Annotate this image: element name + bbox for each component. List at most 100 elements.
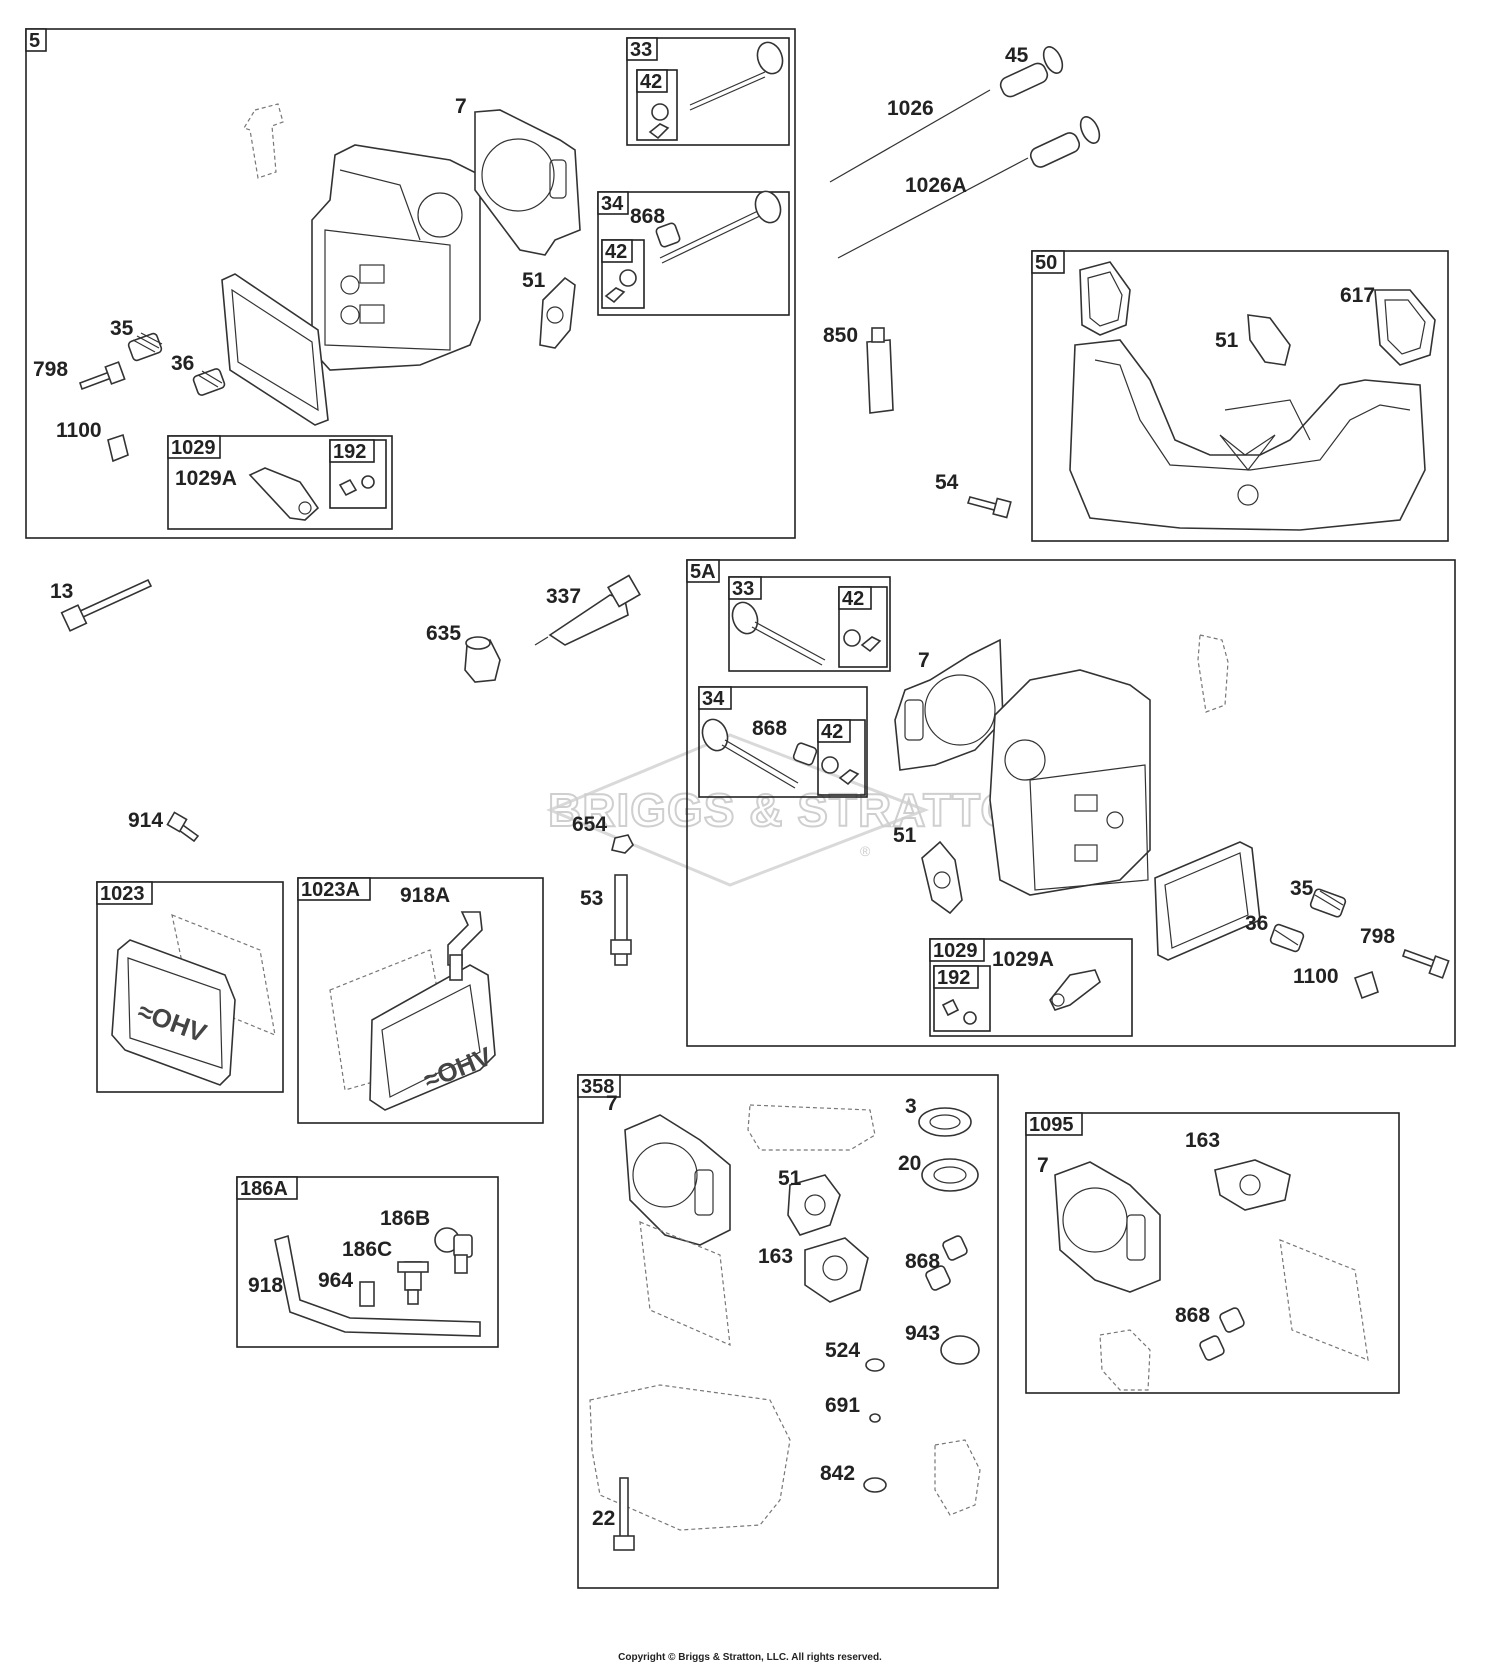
- label-22: 22: [592, 1507, 615, 1530]
- group-1023-tag: 1023: [100, 883, 145, 905]
- group-5-33-valve[interactable]: 33 42: [626, 37, 790, 146]
- label-798: 798: [33, 358, 68, 381]
- group-50-tag: 50: [1035, 252, 1057, 274]
- breather-gasket: [1197, 634, 1229, 713]
- exhaust-gasket: [539, 276, 576, 349]
- label-53: 53: [580, 887, 603, 910]
- flange-gasket-dashed: [934, 1439, 981, 1516]
- group-5-34-tag: 34: [601, 193, 624, 215]
- label-3: 3: [905, 1095, 917, 1118]
- boot-635: [464, 636, 501, 683]
- label-868: 868: [752, 717, 787, 740]
- seal-868: [1199, 1307, 1245, 1361]
- label-51: 51: [1215, 329, 1239, 352]
- group-5A-1029-tag: 1029: [933, 940, 978, 962]
- group-1023A-tag: 1023A: [301, 879, 360, 901]
- group-5-cylinder-head[interactable]: 5 7 51 35: [25, 28, 796, 539]
- rocker-cover-gasket: [221, 273, 329, 426]
- group-5-tag: 5: [29, 30, 40, 52]
- group-5-33-sub-tag: 42: [640, 71, 662, 93]
- group-5A-1029-sub-tag: 192: [937, 967, 970, 989]
- label-1100: 1100: [1293, 965, 1339, 988]
- group-5A-cylinder-head[interactable]: 5A 33 42 34 868 42: [686, 559, 1456, 1047]
- label-163: 163: [758, 1245, 793, 1268]
- group-1023A-valve-cover[interactable]: 1023A 918A ≈OHV: [297, 877, 544, 1124]
- group-5-frame: [25, 28, 796, 539]
- valve-cover: ≈OHV: [369, 954, 497, 1111]
- group-358-tag: 358: [581, 1076, 614, 1098]
- group-5-33-tag: 33: [630, 39, 652, 61]
- spark-plug-337: [534, 574, 641, 646]
- group-358-gasket-set[interactable]: 358 7 3 20 51 163 868 524 943 691: [577, 1074, 999, 1589]
- label-337: 337: [546, 585, 581, 608]
- breather-gasket: [243, 103, 284, 179]
- label-7: 7: [918, 649, 930, 672]
- pushrod-1026A: [837, 116, 1101, 259]
- group-1095-tag: 1095: [1029, 1114, 1074, 1136]
- group-5-34-sub-tag: 42: [605, 241, 627, 263]
- group-5-1029-tag: 1029: [171, 437, 216, 459]
- label-186C: 186C: [342, 1238, 392, 1261]
- nut-654: [611, 834, 634, 854]
- group-50-muffler[interactable]: 50 617 51: [1031, 250, 1449, 542]
- label-850: 850: [823, 324, 858, 347]
- cover-gasket-dashed: [639, 1221, 731, 1346]
- group-5A-33-sub-tag: 42: [842, 588, 864, 610]
- flange-gasket-left: [1079, 261, 1131, 336]
- group-5A-34-sub-tag: 42: [821, 721, 843, 743]
- label-654: 654: [572, 813, 607, 836]
- head-gasket-7: [624, 1114, 731, 1246]
- spring-35: [127, 332, 163, 362]
- group-5A-1029-rocker-arm[interactable]: 1029 1029A 192: [929, 938, 1133, 1037]
- group-5A-33-tag: 33: [732, 578, 754, 600]
- spring-36: [1269, 923, 1305, 953]
- bolt-798: [1401, 948, 1450, 979]
- group-186A-breather[interactable]: 186A 186B 186C 964 918: [236, 1176, 499, 1348]
- group-5-1029-rocker-arm[interactable]: 1029 1029A 192: [167, 435, 393, 530]
- rocker-cover-gasket: [1154, 841, 1261, 961]
- label-918: 918: [248, 1274, 283, 1297]
- spring-36: [192, 368, 226, 396]
- label-7: 7: [455, 95, 467, 118]
- screw-54: [966, 496, 1012, 519]
- label-868: 868: [630, 205, 665, 228]
- exhaust-gasket: [921, 840, 963, 915]
- group-5A-34-valve[interactable]: 34 868 42: [698, 686, 868, 798]
- label-1029A: 1029A: [175, 467, 237, 490]
- label-51: 51: [893, 824, 917, 847]
- gasket-163: [1214, 1159, 1291, 1211]
- label-918A: 918A: [400, 884, 450, 907]
- label-36: 36: [171, 352, 194, 375]
- label-35: 35: [110, 317, 134, 340]
- label-20: 20: [898, 1152, 921, 1175]
- group-5-34-valve[interactable]: 34 868 42: [597, 188, 790, 316]
- tappet-45: [999, 46, 1064, 98]
- pushrod-1026: [829, 89, 991, 183]
- group-1095-gasket-set[interactable]: 1095 7 163 868: [1025, 1112, 1400, 1394]
- group-5A-34-tag: 34: [702, 688, 725, 710]
- label-54: 54: [935, 471, 959, 494]
- head-gasket: [474, 109, 581, 256]
- label-617: 617: [1340, 284, 1375, 307]
- head-gasket: [894, 638, 1004, 771]
- breather-hose-918: [274, 1234, 481, 1337]
- group-5-1029-sub-tag: 192: [333, 441, 366, 463]
- label-163: 163: [1185, 1129, 1220, 1152]
- clip-1100: [1353, 970, 1379, 1000]
- watermark-brand: BRIGGS & STRATTON: [548, 784, 1051, 836]
- copyright-notice: Copyright © Briggs & Stratton, LLC. All …: [618, 1652, 882, 1663]
- group-5A-33-valve[interactable]: 33 42: [728, 576, 891, 672]
- group-5A-tag: 5A: [690, 561, 716, 583]
- ring-524: [865, 1358, 885, 1372]
- label-7: 7: [1037, 1154, 1049, 1177]
- group-1023-valve-cover[interactable]: 1023 ≈OHV: [96, 881, 284, 1093]
- cylinder-head: [989, 669, 1151, 896]
- label-868: 868: [905, 1250, 940, 1273]
- label-36: 36: [1245, 912, 1268, 935]
- label-1026A: 1026A: [905, 174, 967, 197]
- exhaust-manifold: [1069, 339, 1426, 531]
- fitting-186B: [434, 1227, 473, 1274]
- label-1029A: 1029A: [992, 948, 1054, 971]
- seal-3: [918, 1107, 972, 1137]
- label-51: 51: [522, 269, 546, 292]
